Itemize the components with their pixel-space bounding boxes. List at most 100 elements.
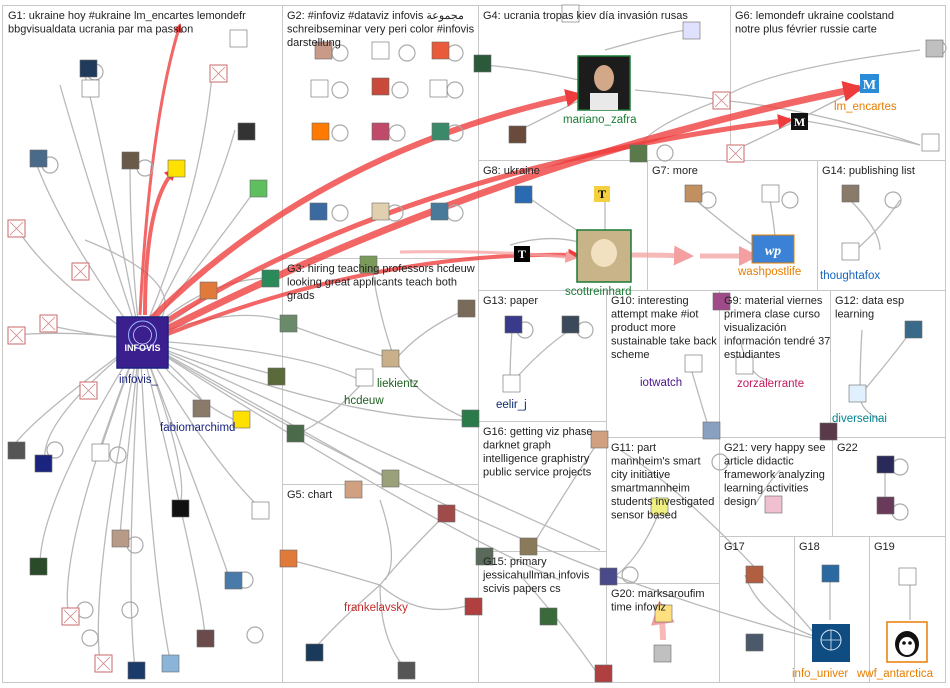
avatar-node[interactable] <box>192 399 211 418</box>
broken-image-icon[interactable] <box>94 654 113 673</box>
broken-image-icon[interactable] <box>209 64 228 83</box>
avatar-node[interactable] <box>305 643 324 662</box>
label-scottreinhard[interactable]: scottreinhard <box>565 286 631 298</box>
avatar-node[interactable] <box>650 497 669 516</box>
avatar-node[interactable] <box>344 480 363 499</box>
avatar-node[interactable] <box>196 629 215 648</box>
avatar-node[interactable] <box>561 4 580 23</box>
avatar-node[interactable] <box>167 159 186 178</box>
label-diverseinai[interactable]: diverseinai <box>832 413 887 425</box>
broken-image-icon[interactable] <box>61 607 80 626</box>
broken-image-icon[interactable] <box>7 326 26 345</box>
avatar-node[interactable] <box>286 424 305 443</box>
node-washpostlife[interactable]: wp <box>751 234 795 264</box>
node-wwf-antarctica[interactable] <box>886 621 928 663</box>
avatar-node[interactable] <box>682 21 701 40</box>
avatar-node[interactable] <box>599 567 618 586</box>
avatar-node[interactable] <box>371 41 390 60</box>
label-washpostlife[interactable]: washpostlife <box>737 266 801 278</box>
avatar-node[interactable] <box>629 144 648 163</box>
label-iotwatch[interactable]: iotwatch <box>640 377 682 389</box>
avatar-node[interactable] <box>590 430 609 449</box>
avatar-node[interactable] <box>81 79 100 98</box>
avatar-node[interactable] <box>473 54 492 73</box>
node-lm-encartes[interactable]: M <box>860 74 879 93</box>
avatar-node[interactable] <box>34 454 53 473</box>
avatar-node[interactable] <box>508 125 527 144</box>
label-infovis[interactable]: infovis_ <box>119 374 159 386</box>
avatar-node[interactable] <box>653 644 672 663</box>
avatar-node[interactable] <box>654 604 673 623</box>
avatar-node[interactable] <box>876 455 895 474</box>
avatar-node[interactable] <box>279 314 298 333</box>
avatar-node[interactable] <box>7 441 26 460</box>
avatar-node[interactable] <box>237 122 256 141</box>
avatar-node[interactable] <box>921 133 940 152</box>
broken-image-icon[interactable] <box>712 91 731 110</box>
avatar-node[interactable] <box>925 39 944 58</box>
avatar-node[interactable] <box>171 499 190 518</box>
avatar-node[interactable] <box>430 202 449 221</box>
avatar-node[interactable] <box>79 59 98 78</box>
avatar-node[interactable] <box>561 315 580 334</box>
avatar-node[interactable] <box>475 547 494 566</box>
avatar-node[interactable] <box>311 122 330 141</box>
broken-image-icon[interactable] <box>726 144 745 163</box>
broken-image-icon[interactable] <box>7 219 26 238</box>
avatar-node[interactable] <box>161 654 180 673</box>
avatar-node[interactable] <box>431 122 450 141</box>
avatar-node[interactable] <box>684 184 703 203</box>
avatar-node[interactable] <box>111 529 130 548</box>
avatar-node[interactable] <box>224 571 243 590</box>
avatar-node[interactable] <box>429 79 448 98</box>
label-zorzalerrante[interactable]: zorzalerrante <box>737 378 804 390</box>
avatar-node[interactable] <box>121 151 140 170</box>
avatar-node[interactable] <box>841 242 860 261</box>
avatar-node[interactable] <box>841 184 860 203</box>
avatar-node[interactable] <box>514 185 533 204</box>
avatar-node[interactable] <box>761 184 780 203</box>
avatar-node[interactable] <box>199 281 218 300</box>
avatar-node[interactable] <box>309 202 328 221</box>
avatar-node[interactable] <box>29 557 48 576</box>
node-mariano-zafra[interactable] <box>577 55 631 111</box>
avatar-node[interactable] <box>249 179 268 198</box>
avatar-node[interactable] <box>684 354 703 373</box>
label-thoughtafox[interactable]: thoughtafox <box>820 270 880 282</box>
label-hcdeuw[interactable]: hcdeuw <box>344 395 384 407</box>
node-scottreinhard[interactable] <box>576 229 632 283</box>
avatar-node[interactable] <box>594 664 613 683</box>
avatar-node[interactable] <box>310 79 329 98</box>
label-info-univer[interactable]: info_univer <box>792 668 848 680</box>
label-lm-encartes[interactable]: lm_encartes <box>834 101 897 113</box>
avatar-node[interactable] <box>539 607 558 626</box>
avatar-node[interactable] <box>431 41 450 60</box>
avatar-node[interactable] <box>502 374 521 393</box>
avatar-node[interactable] <box>232 410 251 429</box>
avatar-node[interactable] <box>819 422 838 441</box>
avatar-node[interactable] <box>371 77 390 96</box>
avatar-node[interactable] <box>314 41 333 60</box>
broken-image-icon[interactable] <box>71 262 90 281</box>
avatar-node[interactable] <box>359 255 378 274</box>
avatar-node[interactable] <box>397 661 416 680</box>
label-wwf-antarctica[interactable]: wwf_antarctica <box>856 668 934 680</box>
avatar-node[interactable] <box>735 356 754 375</box>
avatar-node[interactable] <box>821 564 840 583</box>
avatar-node[interactable] <box>519 537 538 556</box>
avatar-node[interactable] <box>745 565 764 584</box>
broken-image-icon[interactable] <box>39 314 58 333</box>
node-infovis[interactable]: INFOVIS <box>116 316 169 369</box>
node-info-univer[interactable] <box>812 624 850 662</box>
avatar-node[interactable] <box>279 549 298 568</box>
avatar-node[interactable] <box>229 29 248 48</box>
avatar-node[interactable] <box>457 299 476 318</box>
avatar-node[interactable] <box>91 443 110 462</box>
label-liekientz[interactable]: liekientz <box>377 378 419 390</box>
avatar-node[interactable] <box>898 567 917 586</box>
avatar-node[interactable] <box>371 202 390 221</box>
avatar-node[interactable] <box>29 149 48 168</box>
avatar-node[interactable] <box>464 597 483 616</box>
avatar-node[interactable] <box>702 421 721 440</box>
avatar-node[interactable] <box>267 367 286 386</box>
